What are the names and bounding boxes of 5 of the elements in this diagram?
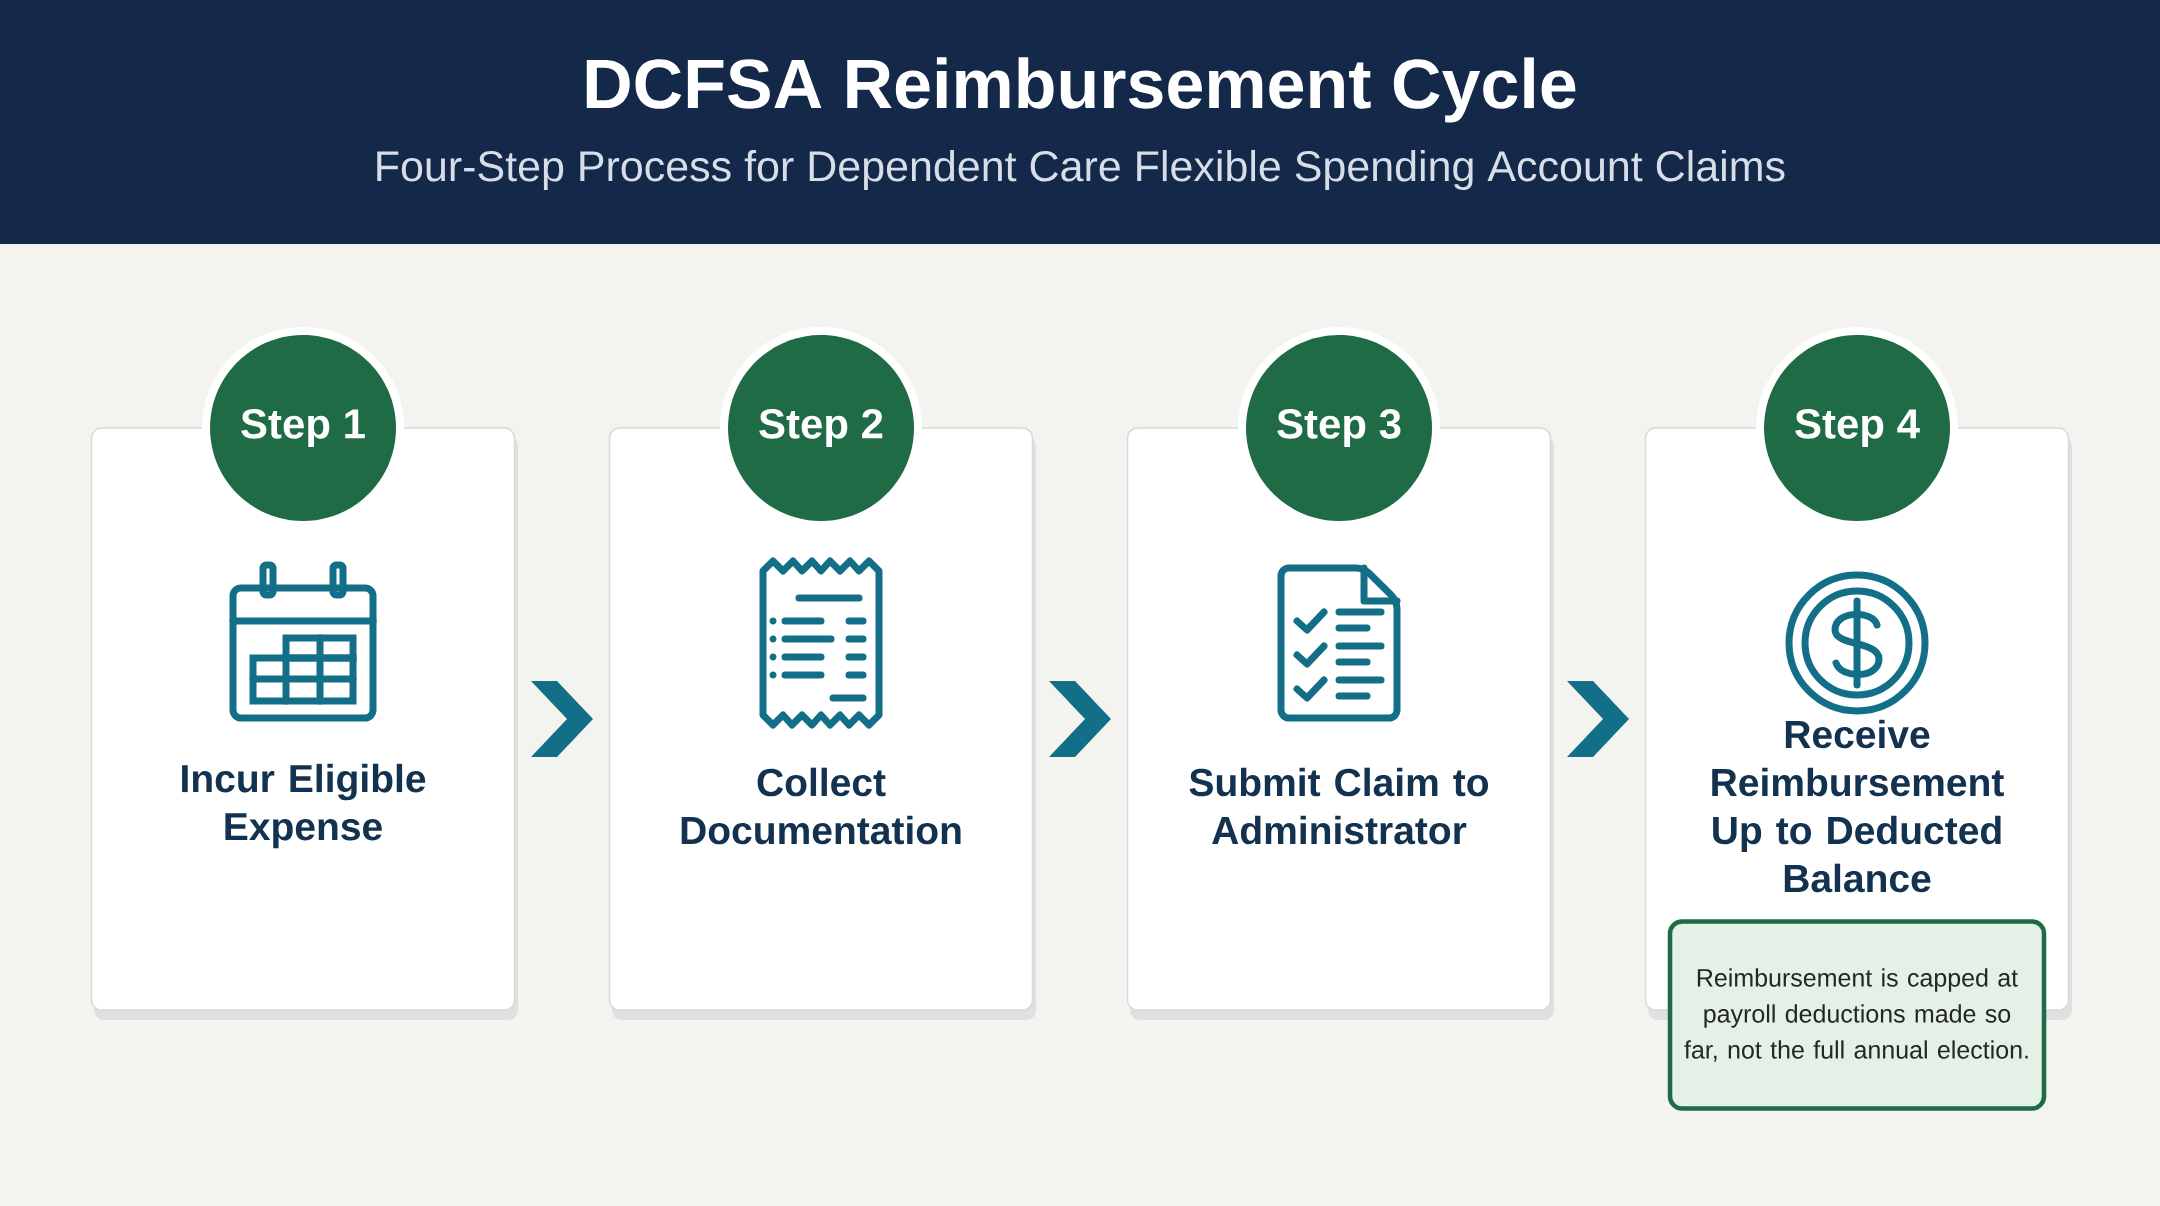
chevron-arrow [531, 681, 593, 757]
title: DCFSA Reimbursement Cycle [586, 57, 1576, 123]
chevron-arrow [1049, 681, 1111, 757]
chevron-arrow [1567, 681, 1629, 757]
subtitle: Four-Step Process for Dependent Care Flexible Spending Account Claims [377, 149, 1785, 191]
